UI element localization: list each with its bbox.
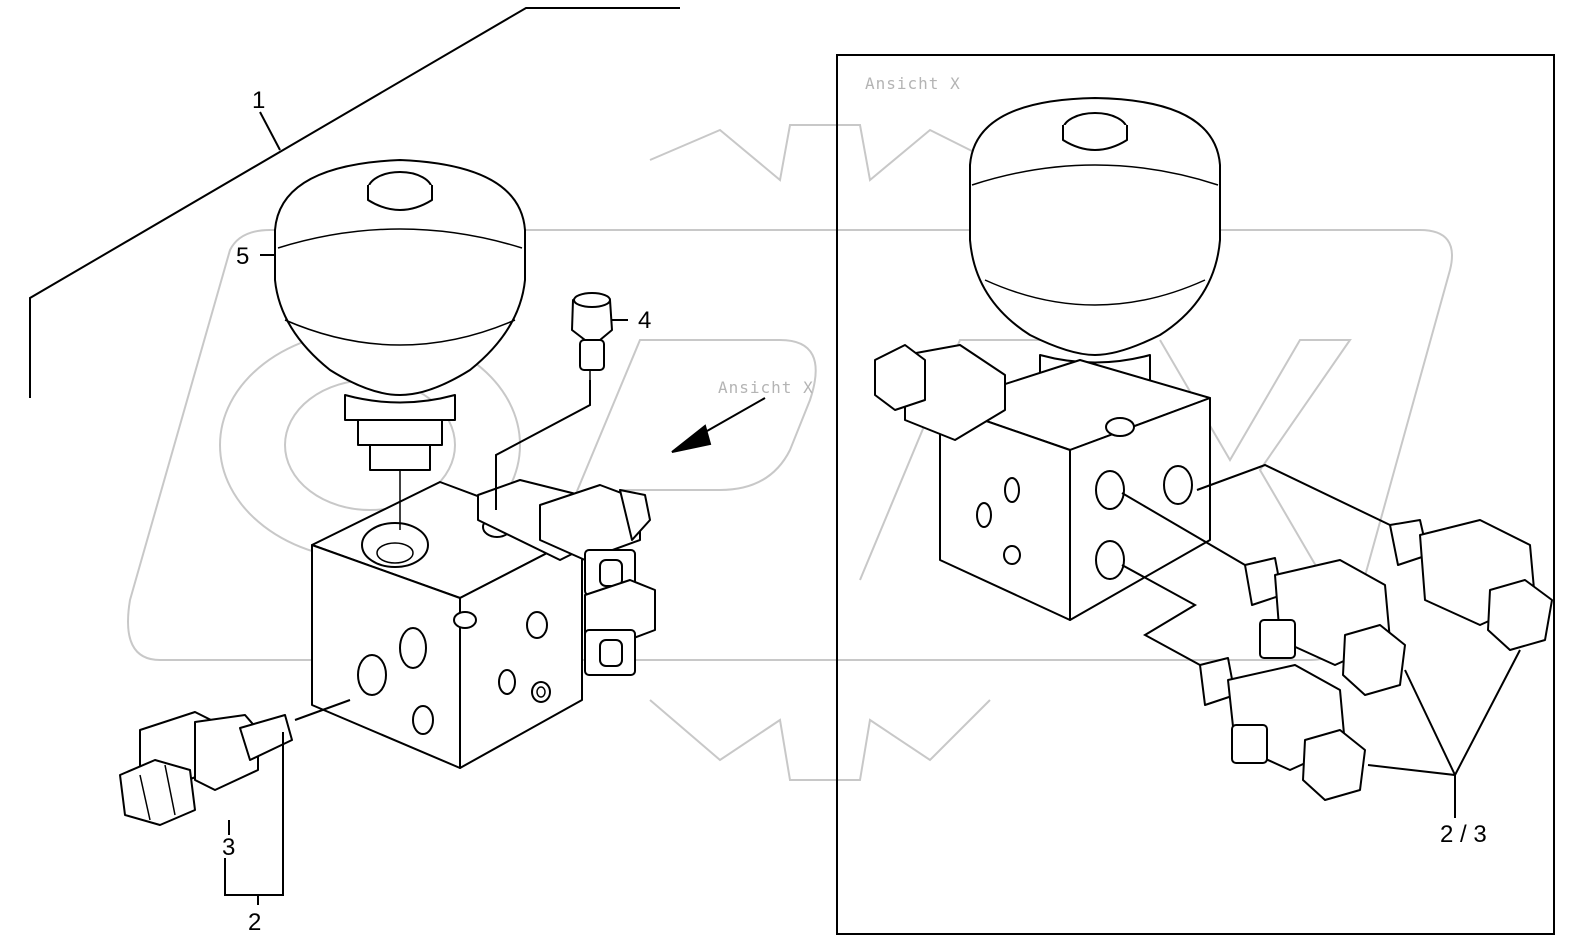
solenoid-detail-left <box>874 344 1006 441</box>
label-item3: 3 <box>222 834 235 861</box>
item1-bracket <box>29 7 680 398</box>
pressure-switch-detail-1 <box>1389 519 1553 651</box>
detail-view-frame <box>836 54 1555 935</box>
label-item2-3: 2 / 3 <box>1440 821 1487 848</box>
view-label-main: Ansicht X <box>718 378 814 397</box>
leader-lines-main <box>224 254 628 905</box>
label-item4: 4 <box>638 307 651 334</box>
label-item2: 2 <box>248 909 261 936</box>
label-item1: 1 <box>252 87 265 114</box>
accumulator-main <box>274 159 526 471</box>
accumulator-detail <box>969 97 1221 386</box>
view-arrow <box>671 397 766 453</box>
pressure-switch-item3 <box>119 699 351 826</box>
solenoid-valves-main <box>477 479 656 676</box>
label-item5: 5 <box>236 243 249 270</box>
leader-lines-detail <box>1121 463 1521 818</box>
view-label-detail: Ansicht X <box>865 74 961 93</box>
valve-block-detail <box>939 359 1211 621</box>
pressure-switch-detail-3 <box>1199 657 1366 801</box>
check-valve-item4 <box>495 292 613 510</box>
pressure-switch-detail-2 <box>1244 557 1406 696</box>
